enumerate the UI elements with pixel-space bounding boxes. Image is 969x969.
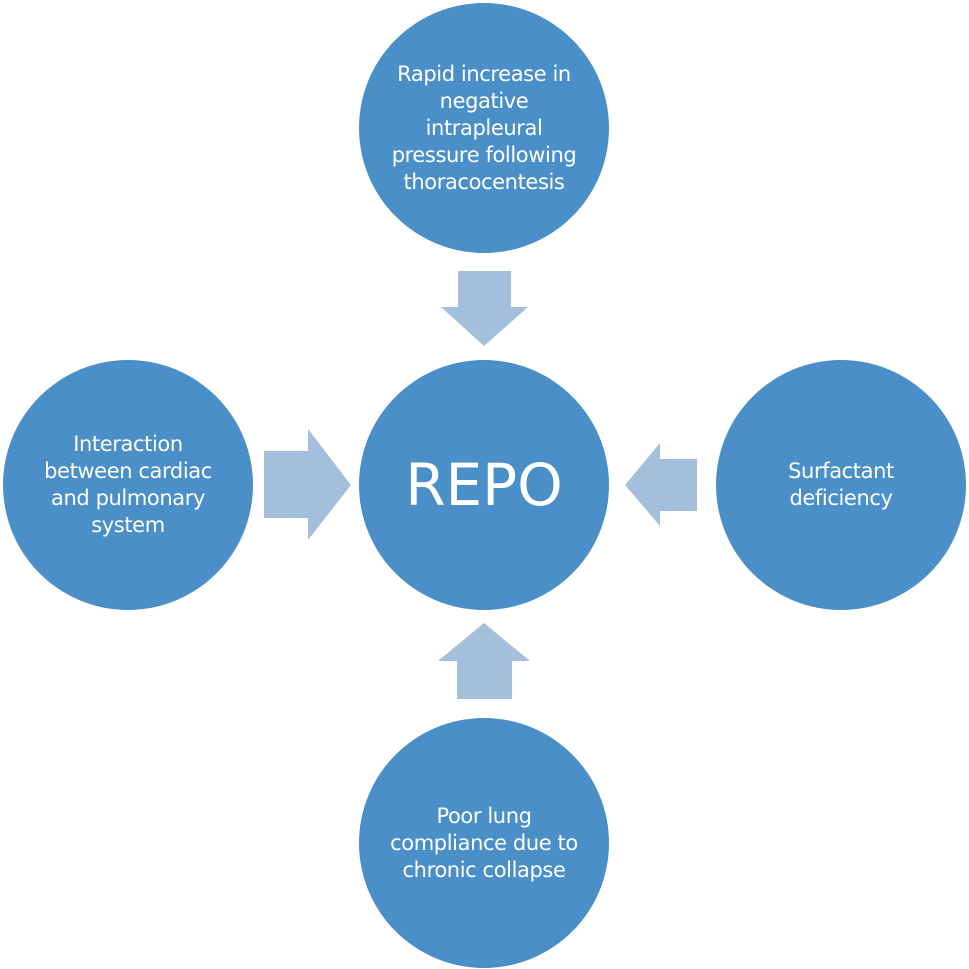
node-top-label: Rapid increase in negative intrapleural … — [391, 61, 577, 194]
arrow-up-icon — [438, 623, 530, 699]
arrow-right-shape — [264, 429, 351, 540]
arrow-down-shape — [441, 271, 528, 346]
arrow-left-icon — [625, 443, 697, 526]
arrow-left-shape — [625, 443, 697, 526]
node-left-cause: Interaction between cardiac and pulmonar… — [3, 360, 253, 610]
node-bottom-label: Poor lung compliance due to chronic coll… — [390, 803, 578, 882]
arrow-up-shape — [438, 623, 530, 699]
node-right-label: Surfactant deficiency — [788, 459, 894, 510]
node-bottom-cause: Poor lung compliance due to chronic coll… — [359, 718, 609, 968]
arrow-down-icon — [441, 271, 528, 346]
node-right-cause: Surfactant deficiency — [716, 360, 966, 610]
node-center-repo: REPO — [359, 360, 609, 610]
node-center-label: REPO — [405, 451, 563, 519]
node-top-cause: Rapid increase in negative intrapleural … — [359, 3, 609, 253]
node-left-label: Interaction between cardiac and pulmonar… — [44, 432, 212, 537]
arrow-right-icon — [264, 429, 351, 540]
